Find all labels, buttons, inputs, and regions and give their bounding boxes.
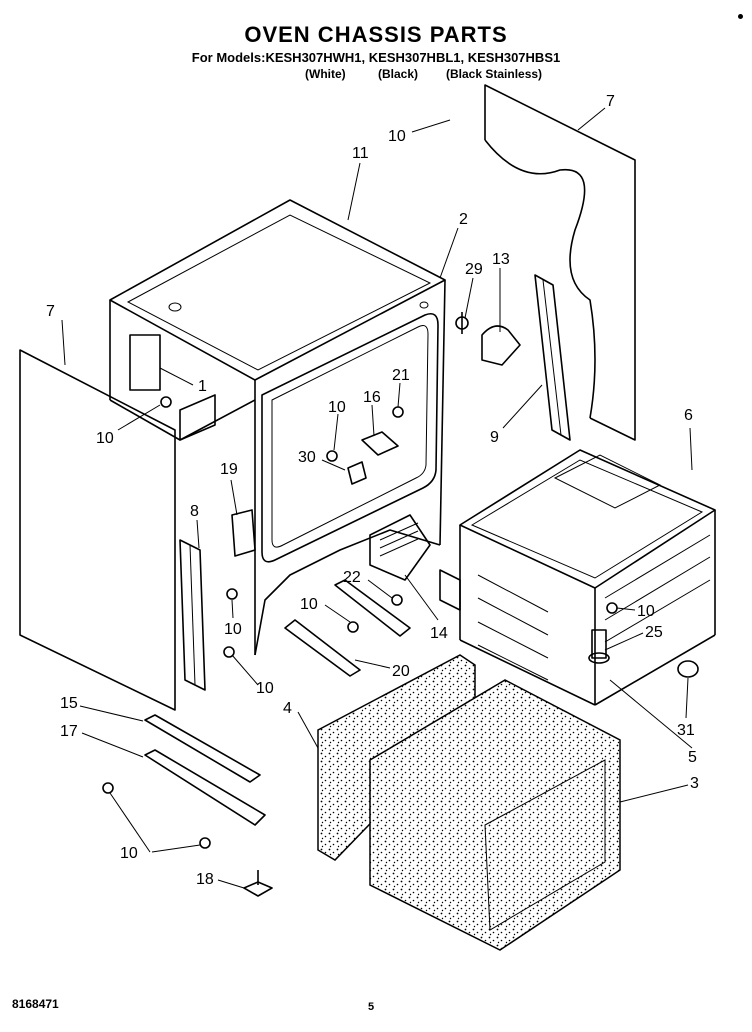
callout-22: 22 (343, 569, 361, 586)
variant-black: (Black) (378, 67, 419, 81)
callout-30: 30 (298, 449, 316, 466)
part-leveling-leg (243, 870, 273, 897)
variant-white: (White) (305, 67, 346, 81)
part-screws-10-left (160, 396, 238, 658)
callout-11: 11 (352, 145, 369, 162)
callout-10-rail-left: 10 (224, 621, 242, 638)
variant-black-stainless: (Black Stainless) (446, 67, 543, 81)
callout-6: 6 (684, 407, 693, 424)
part-bracket-19 (231, 509, 256, 557)
callout-10-top: 10 (388, 128, 406, 145)
callout-10-left: 10 (96, 430, 114, 447)
callout-17: 17 (60, 723, 78, 740)
part-switch-assembly (326, 406, 404, 485)
callout-10-bottom: 10 (120, 845, 138, 862)
part-rails-20-22 (284, 579, 411, 677)
part-rear-panel (484, 84, 636, 441)
callout-10-lower: 10 (256, 680, 274, 697)
callout-18: 18 (196, 871, 214, 888)
part-oven-cavity (439, 449, 716, 706)
part-support-bracket (534, 274, 571, 441)
callout-7-left: 7 (46, 303, 55, 320)
part-terminal-block (369, 514, 431, 581)
callout-15: 15 (60, 695, 78, 712)
callout-10-cavity: 10 (637, 603, 655, 620)
page-number: 5 (368, 1001, 375, 1013)
part-chassis-frame (109, 199, 446, 656)
leader-lines (61, 107, 693, 889)
document-number: 8168471 (12, 997, 59, 1011)
callout-3: 3 (690, 775, 699, 792)
callout-25: 25 (645, 624, 663, 641)
callout-9: 9 (490, 429, 499, 446)
page-title: OVEN CHASSIS PARTS (244, 22, 508, 47)
part-screw-29 (455, 312, 469, 334)
callout-labels: 7 10 11 2 29 13 7 1 10 21 10 16 9 6 30 1… (46, 93, 699, 888)
part-insulation-3 (369, 679, 621, 951)
part-lower-rails (102, 714, 266, 849)
callout-13: 13 (492, 251, 510, 268)
part-vertical-rail (179, 539, 206, 691)
callout-21: 21 (392, 367, 410, 384)
callout-8: 8 (190, 503, 199, 520)
callout-10-switch: 10 (328, 399, 346, 416)
callout-31: 31 (677, 722, 695, 739)
callout-5: 5 (688, 749, 697, 766)
callout-1: 1 (198, 378, 207, 395)
callout-10-rail: 10 (300, 596, 318, 613)
callout-20: 20 (392, 663, 410, 680)
part-small-bracket (481, 325, 521, 366)
callout-19: 19 (220, 461, 238, 478)
model-list: For Models:KESH307HWH1, KESH307HBL1, KES… (191, 50, 561, 65)
part-side-panel-left (19, 349, 176, 711)
callout-2: 2 (459, 211, 468, 228)
callout-16: 16 (363, 389, 381, 406)
callout-7-rear: 7 (606, 93, 615, 110)
callout-14: 14 (430, 625, 448, 642)
corner-mark (738, 14, 743, 19)
callout-4: 4 (283, 700, 292, 717)
part-plug-31 (677, 660, 699, 678)
callout-29: 29 (465, 261, 483, 278)
